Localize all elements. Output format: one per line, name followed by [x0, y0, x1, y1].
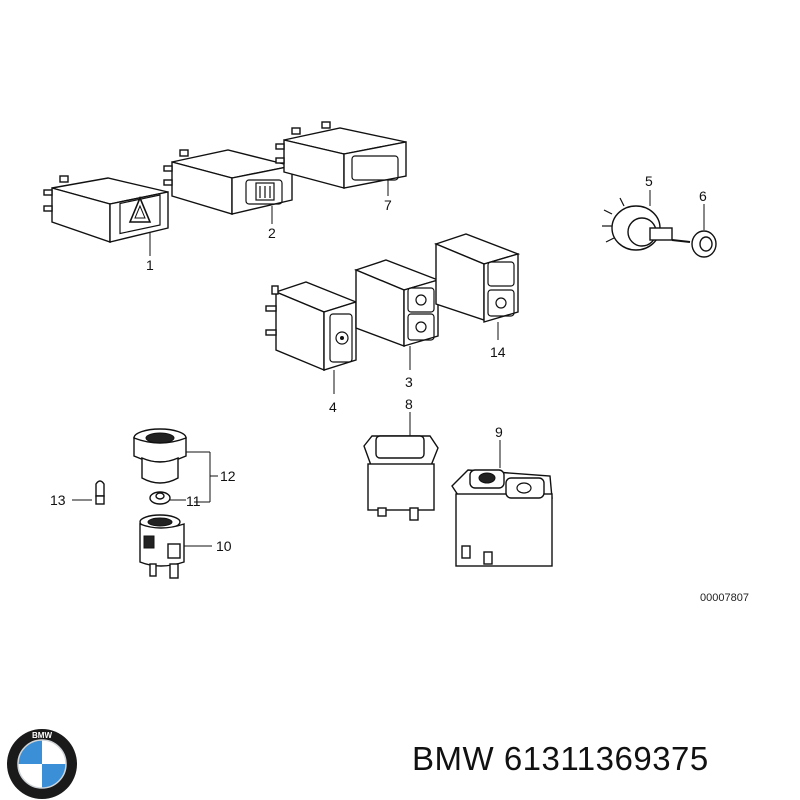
part-5-rotary-switch [602, 190, 673, 251]
light-icon [495, 297, 507, 309]
caption-part-number: BMW 61311369375 [412, 740, 709, 777]
label-part-8: 8 [405, 396, 413, 412]
label-part-9: 9 [495, 424, 503, 440]
part-8-push-button [363, 412, 439, 521]
label-part-5: 5 [645, 173, 653, 189]
part-4-single-switch [265, 281, 359, 394]
part-11-bulb-holder [149, 491, 210, 505]
part-7-blank-switch [275, 121, 407, 196]
label-part-14: 14 [490, 344, 506, 360]
part-1-hazard-switch [43, 175, 169, 256]
label-part-1: 1 [146, 257, 154, 273]
hazard-triangle-icon [128, 195, 152, 223]
light-icon [415, 321, 427, 333]
label-part-12: 12 [220, 468, 236, 484]
label-part-2: 2 [268, 225, 276, 241]
part-10-socket-base [139, 514, 212, 579]
reference-code: 00007807 [700, 592, 749, 604]
label-part-7: 7 [384, 197, 392, 213]
light-icon [415, 294, 427, 306]
label-part-3: 3 [405, 374, 413, 390]
part-9-double-push-button [451, 440, 553, 567]
defroster-icon [255, 182, 275, 201]
label-part-4: 4 [329, 399, 337, 415]
part-2-defroster-switch [163, 149, 293, 224]
label-part-11: 11 [186, 493, 201, 509]
part-14-double-switch [434, 233, 521, 340]
label-part-13: 13 [50, 492, 66, 508]
label-part-10: 10 [216, 538, 232, 554]
part-3-double-switch [354, 259, 441, 370]
part-13-bulb-icon [72, 480, 105, 505]
label-part-6: 6 [699, 188, 707, 204]
logo-letters: BMW [32, 731, 52, 740]
part-12-socket-assembly [133, 428, 218, 502]
part-6-knob [671, 204, 717, 258]
light-icon [335, 331, 349, 345]
bmw-roundel-icon: BMW [7, 729, 77, 799]
